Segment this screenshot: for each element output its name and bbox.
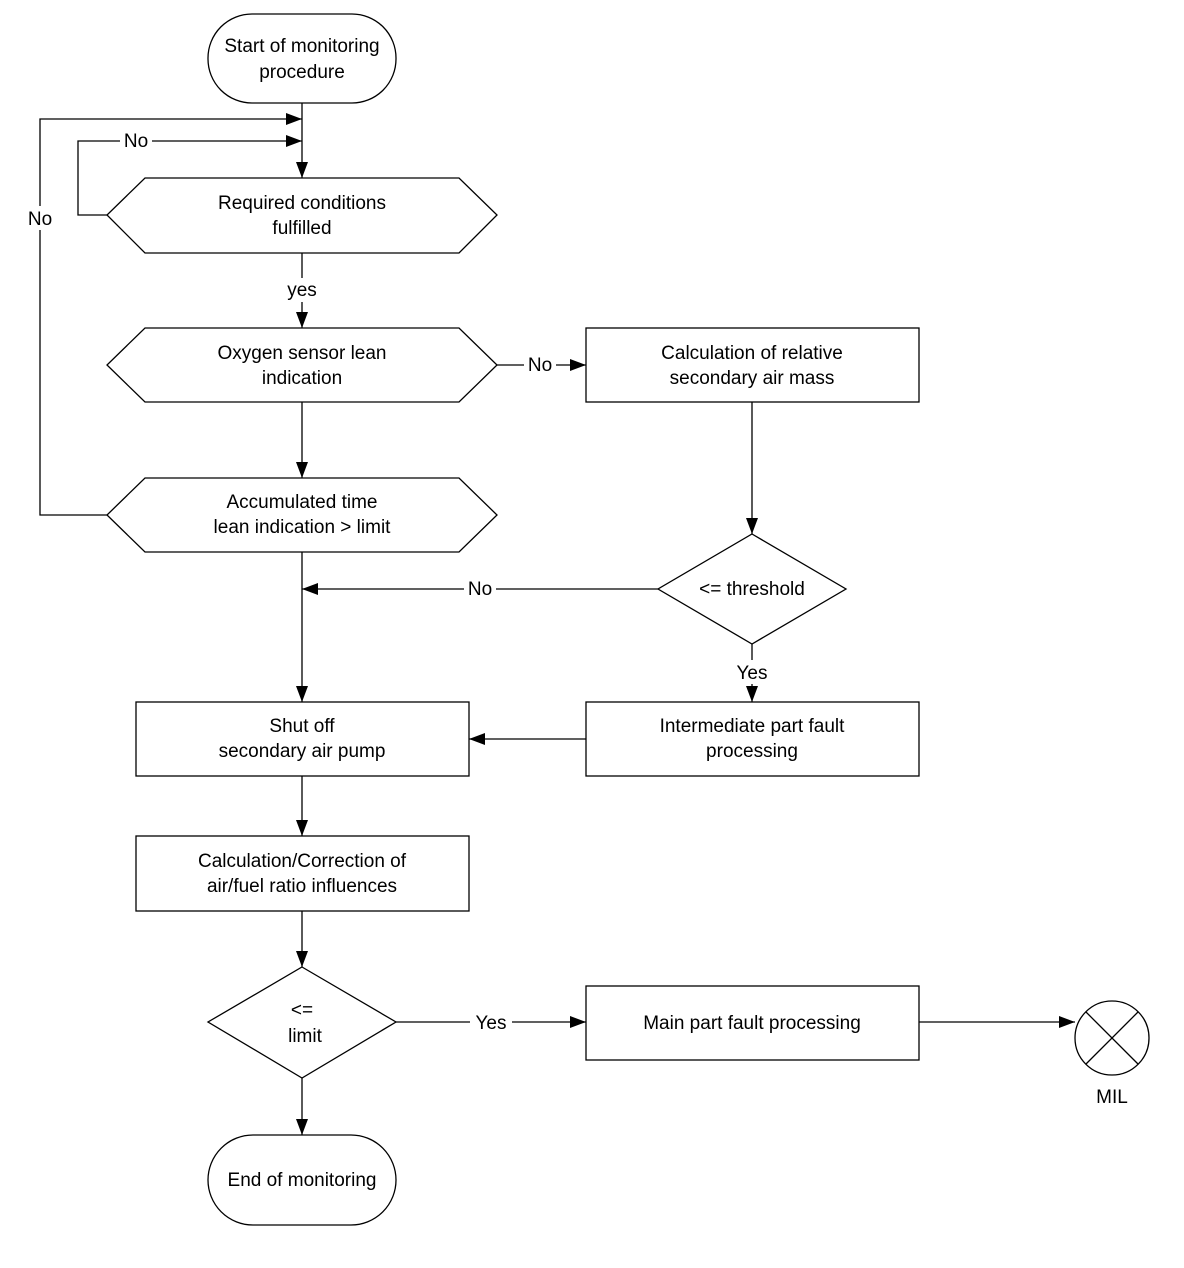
crossed-circle-indicator-icon xyxy=(1074,1000,1150,1076)
label-no-oxygen: No xyxy=(528,355,552,376)
start-line-1: Start of monitoring xyxy=(224,36,379,57)
accumulated-time-decision: Accumulated time lean indication > limit xyxy=(106,477,498,553)
label-yes-required: yes xyxy=(287,280,317,301)
accumulated-line-1: Accumulated time xyxy=(226,492,377,513)
shut-off-pump-box: Shut off secondary air pump xyxy=(135,701,470,777)
calc-relative-line-1: Calculation of relative xyxy=(661,343,843,364)
correction-line-1: Calculation/Correction of xyxy=(198,851,407,872)
oxygen-line-2: indication xyxy=(262,368,342,389)
correction-box: Calculation/Correction of air/fuel ratio… xyxy=(135,835,470,912)
start-terminal: Start of monitoring procedure xyxy=(207,13,397,104)
shutoff-line-1: Shut off xyxy=(269,716,335,737)
main-fault-box: Main part fault processing xyxy=(585,985,920,1061)
calc-relative-air-mass-box: Calculation of relative secondary air ma… xyxy=(585,327,920,403)
intermediate-line-1: Intermediate part fault xyxy=(660,716,846,737)
label-no-outer: No xyxy=(28,209,52,230)
start-line-2: procedure xyxy=(259,62,345,83)
shutoff-line-2: secondary air pump xyxy=(219,741,386,762)
edge-accumulated-no-loop xyxy=(39,113,302,516)
edge-labels: No No yes No No Yes Yes xyxy=(24,129,773,1034)
calc-relative-line-2: secondary air mass xyxy=(670,368,835,389)
required-line-1: Required conditions xyxy=(218,193,386,214)
required-conditions-decision: Required conditions fulfilled xyxy=(106,177,498,254)
label-yes-threshold: Yes xyxy=(737,663,768,684)
label-no-inner: No xyxy=(124,131,148,152)
label-yes-limit: Yes xyxy=(476,1013,507,1034)
edges xyxy=(39,103,1075,1135)
limit-line-1: <= xyxy=(291,1000,313,1021)
intermediate-line-2: processing xyxy=(706,741,798,762)
end-label: End of monitoring xyxy=(228,1170,377,1191)
intermediate-fault-box: Intermediate part fault processing xyxy=(585,701,920,777)
correction-line-2: air/fuel ratio influences xyxy=(207,876,397,897)
mil-label: MIL xyxy=(1096,1087,1128,1108)
threshold-label: <= threshold xyxy=(699,579,805,600)
limit-line-2: limit xyxy=(288,1026,322,1047)
threshold-decision: <= threshold xyxy=(656,533,848,645)
accumulated-line-2: lean indication > limit xyxy=(214,517,392,538)
nodes: Start of monitoring procedure Required c… xyxy=(106,13,1150,1226)
main-fault-label: Main part fault processing xyxy=(643,1013,861,1034)
edge-required-no-loop xyxy=(77,135,302,216)
oxygen-sensor-decision: Oxygen sensor lean indication xyxy=(106,327,498,403)
oxygen-line-1: Oxygen sensor lean xyxy=(218,343,387,364)
end-terminal: End of monitoring xyxy=(207,1134,397,1226)
required-line-2: fulfilled xyxy=(272,218,331,239)
label-no-threshold: No xyxy=(468,579,492,600)
limit-decision: <= limit xyxy=(206,966,398,1079)
